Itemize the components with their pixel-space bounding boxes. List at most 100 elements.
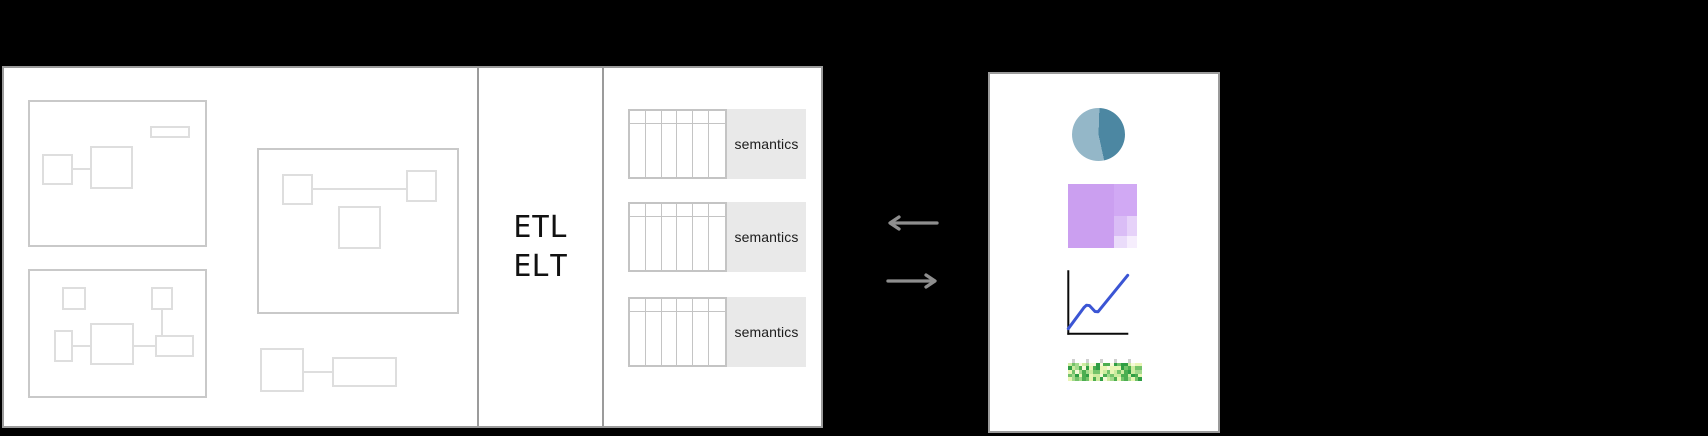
analytics-panel	[988, 72, 1220, 433]
heatmap-cell	[1085, 366, 1090, 370]
entity-box	[54, 330, 73, 362]
heatmap-cell	[1117, 362, 1121, 367]
table-cell	[709, 217, 725, 270]
heatmap-cell	[1138, 370, 1142, 374]
heatmap-cell	[1120, 377, 1125, 381]
heatmap-cell	[1068, 373, 1072, 378]
heatmap-cell	[1096, 370, 1100, 374]
heatmap-cell	[1110, 366, 1114, 370]
heatmap-cell	[1092, 370, 1097, 374]
heatmap-cell	[1082, 377, 1086, 381]
table-grid	[628, 297, 727, 367]
heatmap-cell	[1082, 370, 1086, 374]
heatmap-cell	[1071, 362, 1076, 367]
table-cell	[645, 299, 662, 312]
heatmap-cell	[1120, 362, 1125, 367]
heatmap-cell	[1068, 377, 1072, 381]
heatmap-cell	[1110, 362, 1114, 367]
heatmap-cell	[1131, 377, 1135, 381]
section-divider	[477, 68, 479, 426]
heatmap-cell	[1096, 377, 1100, 381]
relation-line	[134, 345, 155, 347]
table-cell	[709, 299, 725, 312]
heatmap-cell	[1127, 373, 1132, 378]
table-cell	[709, 124, 725, 177]
heatmap-cell	[1120, 370, 1125, 374]
table-cell	[646, 217, 662, 270]
treemap-block	[1126, 215, 1137, 236]
treemap-icon	[1068, 184, 1137, 248]
heatmap-cell	[1131, 373, 1135, 378]
elt-label: ELT	[513, 249, 568, 284]
heatmap-cell	[1113, 366, 1118, 370]
heatmap-cell	[1092, 373, 1097, 378]
table-cell	[661, 111, 678, 124]
heatmap-icon	[1068, 359, 1142, 381]
heatmap-cell	[1078, 370, 1083, 374]
relation-line	[304, 371, 332, 373]
heatmap-cell	[1071, 370, 1076, 374]
heatmap-cell	[1134, 366, 1139, 370]
etl-section: ETL ELT	[477, 68, 604, 426]
heatmap-cell	[1110, 373, 1114, 378]
semantic-table-2: semantics	[628, 202, 806, 272]
heatmap-cell	[1117, 366, 1121, 370]
table-cell	[630, 312, 646, 365]
heatmap-cell	[1103, 377, 1107, 381]
heatmap-cell	[1075, 362, 1079, 367]
heatmap-cell	[1089, 366, 1093, 370]
heatmap-cell	[1078, 377, 1083, 381]
heatmap-cell	[1138, 366, 1142, 370]
heatmap-cell	[1138, 377, 1142, 381]
table-grid	[628, 109, 727, 179]
heatmap-cell	[1127, 366, 1132, 370]
source-schema-2	[257, 148, 459, 314]
table-cell	[693, 204, 710, 217]
heatmap-cell	[1071, 366, 1076, 370]
table-cell	[693, 217, 710, 270]
entity-box	[332, 357, 397, 387]
heatmap-cell	[1078, 362, 1083, 367]
heatmap-cell	[1127, 362, 1132, 367]
heatmap-cell	[1071, 373, 1076, 378]
heatmap-cell	[1096, 366, 1100, 370]
heatmap-cell	[1106, 373, 1111, 378]
heatmap-cell	[1124, 370, 1128, 374]
table-cell	[645, 204, 662, 217]
heatmap-cell	[1134, 370, 1139, 374]
heatmap-cell	[1085, 362, 1090, 367]
semantics-tag: semantics	[727, 297, 806, 367]
semantics-tag: semantics	[727, 109, 806, 179]
table-cell	[661, 299, 678, 312]
entity-box	[90, 146, 133, 189]
table-cell	[677, 312, 694, 365]
table-cell	[693, 312, 710, 365]
heatmap-cell	[1085, 377, 1090, 381]
table-cell	[630, 299, 646, 312]
table-cell	[646, 124, 662, 177]
heatmap-cell	[1131, 362, 1135, 367]
heatmap-cell	[1089, 370, 1093, 374]
heatmap-cell	[1134, 362, 1139, 367]
heatmap-cell	[1113, 377, 1118, 381]
table-cell	[677, 217, 694, 270]
etl-label: ETL	[513, 210, 568, 245]
heatmap-cell	[1075, 366, 1079, 370]
heatmap-cell	[1110, 370, 1114, 374]
entity-box	[155, 335, 194, 357]
heatmap-cell	[1106, 362, 1111, 367]
table-cell	[677, 204, 694, 217]
heatmap-cell	[1099, 377, 1104, 381]
heatmap-cell	[1092, 362, 1097, 367]
table-cell	[677, 299, 694, 312]
heatmap-cell	[1085, 373, 1090, 378]
heatmap-cell	[1082, 373, 1086, 378]
entity-box	[151, 287, 173, 310]
table-grid	[628, 202, 727, 272]
table-cell	[693, 124, 710, 177]
heatmap-cell	[1071, 359, 1076, 363]
heatmap-cell	[1099, 366, 1104, 370]
heatmap-cell	[1124, 362, 1128, 367]
heatmap-cell	[1075, 370, 1079, 374]
heatmap-cell	[1103, 366, 1107, 370]
